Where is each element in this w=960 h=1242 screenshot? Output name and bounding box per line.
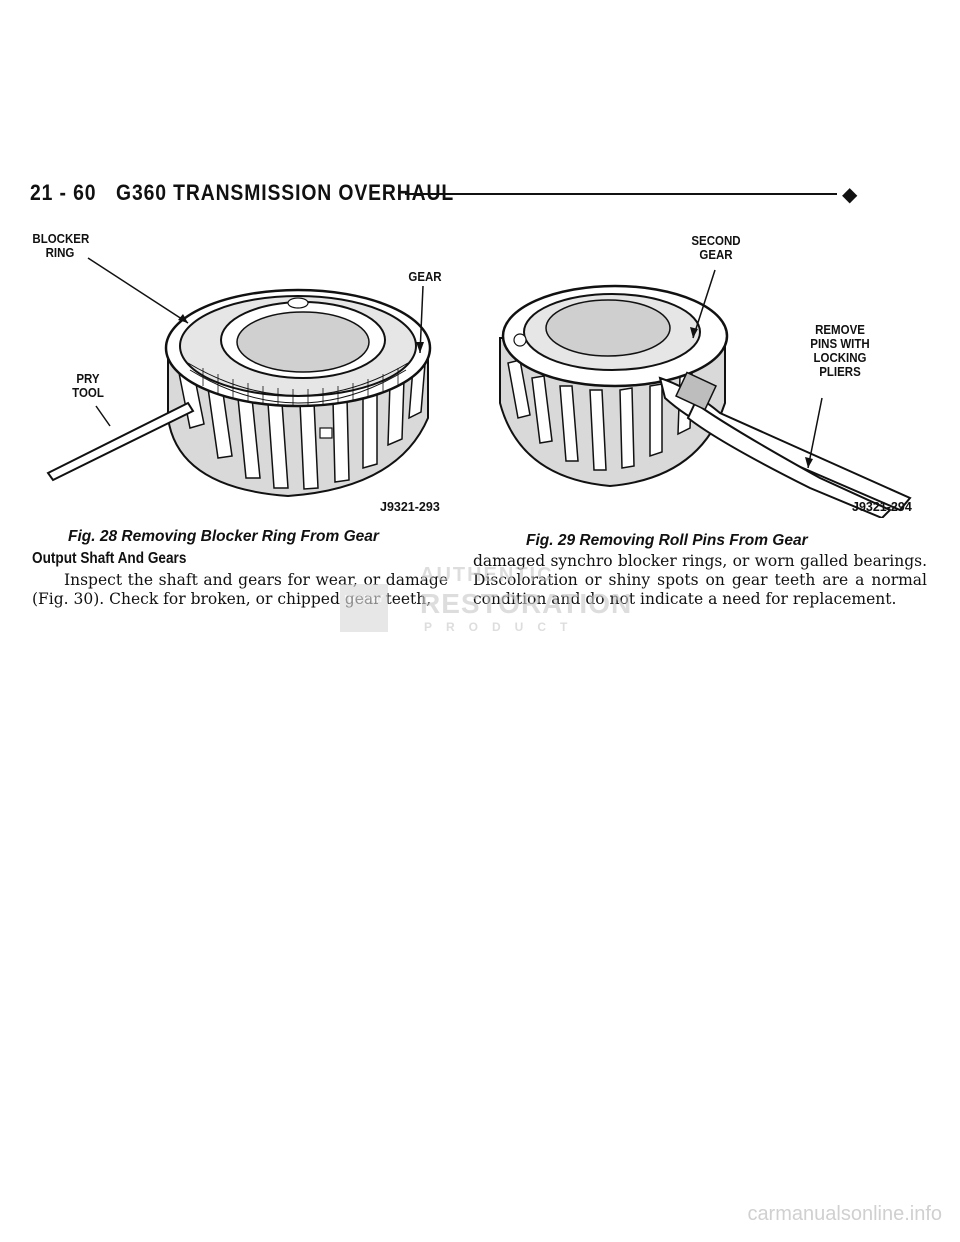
footer-watermark: carmanualsonline.info	[747, 1203, 942, 1225]
watermark-line-1: AUTHENTIC	[420, 564, 554, 586]
figure-29-caption: Fig. 29 Removing Roll Pins From Gear	[526, 532, 808, 549]
figure-code: J9321-294	[852, 500, 912, 514]
blocker-ring-gear-illustration	[46, 257, 432, 498]
watermark-line-2: RESTORATION	[420, 588, 633, 619]
label-remove-pins: REMOVE PINS WITH LOCKING PLIERS	[810, 323, 870, 379]
body-text-column-2: damaged synchro blocker rings, or worn g…	[473, 552, 927, 608]
diamond-icon: ◆	[842, 182, 858, 206]
label-gear: GEAR	[408, 270, 442, 284]
watermark-brand: mopar	[344, 590, 384, 605]
second-gear-roll-pins-illustration	[499, 269, 912, 520]
watermark-line-3: PRODUCT	[424, 620, 582, 634]
page-title: G360 TRANSMISSION OVERHAUL	[116, 180, 455, 205]
label-blocker-ring: BLOCKER RING	[32, 232, 90, 260]
header-rule	[405, 193, 837, 195]
watermark: mopar AUTHENTIC RESTORATION PRODUCT	[340, 560, 640, 640]
figure-code: J9321-293	[380, 500, 440, 514]
label-pry-tool: PRY TOOL	[72, 372, 104, 400]
figure-28-caption: Fig. 28 Removing Blocker Ring From Gear	[68, 528, 379, 545]
label-second-gear: SECOND GEAR	[691, 234, 741, 262]
figure-28: BLOCKER RING GEAR PRY TOOL J9321-293	[28, 228, 468, 518]
mopar-logo-icon	[340, 584, 388, 632]
section-heading: Output Shaft And Gears	[32, 550, 187, 567]
figure-29: SECOND GEAR REMOVE PINS WITH LOCKING PLI…	[490, 228, 930, 520]
page-number: 21 - 60	[30, 180, 97, 205]
